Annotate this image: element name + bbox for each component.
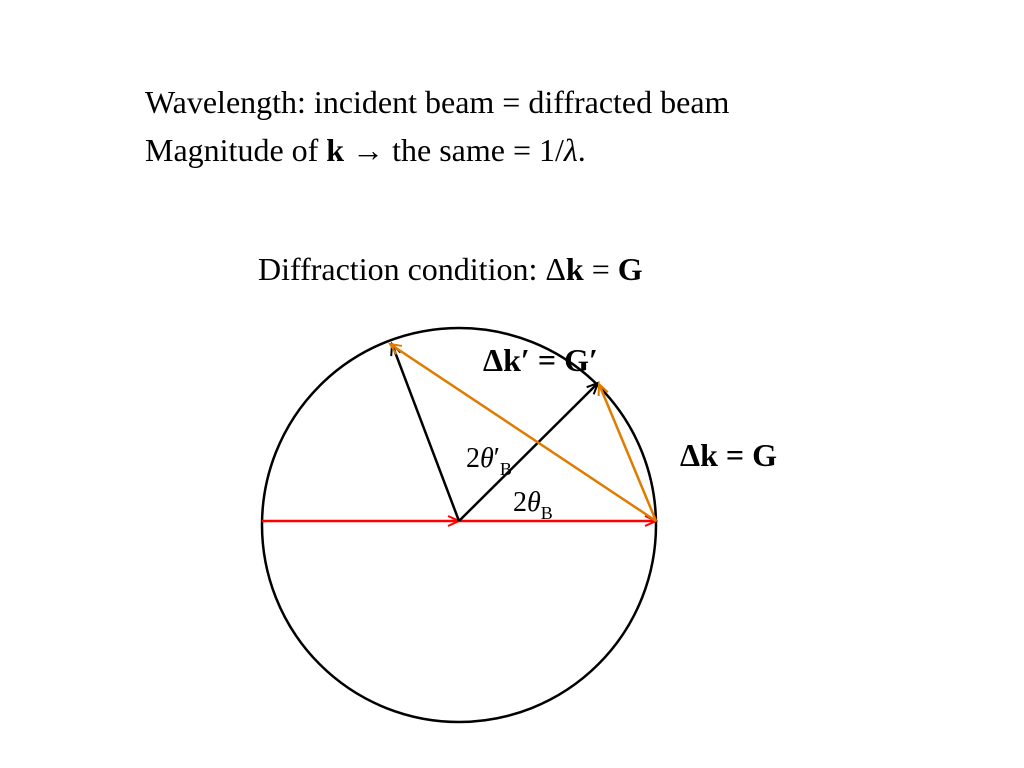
magnitude-middle: the same = 1/	[384, 132, 564, 168]
diffraction-condition: Diffraction condition: Δk = G	[258, 253, 643, 285]
two-theta-prime-mark: ′	[494, 443, 500, 474]
right-arrow-icon: →	[352, 132, 385, 168]
delta-k-prime-label: Δk′ = G′	[483, 342, 598, 378]
magnitude-end: .	[577, 132, 586, 168]
two-theta-prime-two: 2	[466, 443, 480, 474]
condition-G: G	[617, 251, 643, 287]
condition-equals: =	[583, 251, 618, 287]
diffracted-beam-prime-arrow	[392, 344, 461, 522]
diffracted-beam-arrow	[458, 383, 598, 522]
magnitude-prefix: Magnitude of	[145, 132, 327, 168]
ewald-circle	[260, 326, 658, 724]
two-theta-prime-label: 2θ′B	[466, 443, 512, 479]
two-theta-theta: θ	[527, 487, 541, 518]
wavelength-text: Wavelength: incident beam = diffracted b…	[145, 84, 730, 120]
magnitude-statement: Magnitude of k → the same = 1/λ.	[145, 134, 586, 166]
delta-symbol: Δ	[545, 251, 566, 287]
delta-k-label: Δk = G	[680, 437, 777, 473]
two-theta-sub: B	[541, 503, 553, 523]
wavelength-statement: Wavelength: incident beam = diffracted b…	[145, 86, 729, 118]
two-theta-prime-sub: B	[500, 459, 512, 479]
k-vector-symbol: k	[326, 132, 345, 168]
condition-prefix: Diffraction condition:	[258, 251, 546, 287]
reciprocal-vector-G-arrow	[599, 384, 658, 522]
two-theta-prime-theta: θ	[480, 443, 494, 474]
two-theta-two: 2	[513, 487, 527, 518]
two-theta-label: 2θB	[513, 487, 553, 523]
condition-k: k	[565, 251, 584, 287]
lambda-symbol: λ	[563, 132, 578, 168]
reciprocal-vector-G-prime-arrow	[390, 344, 657, 523]
